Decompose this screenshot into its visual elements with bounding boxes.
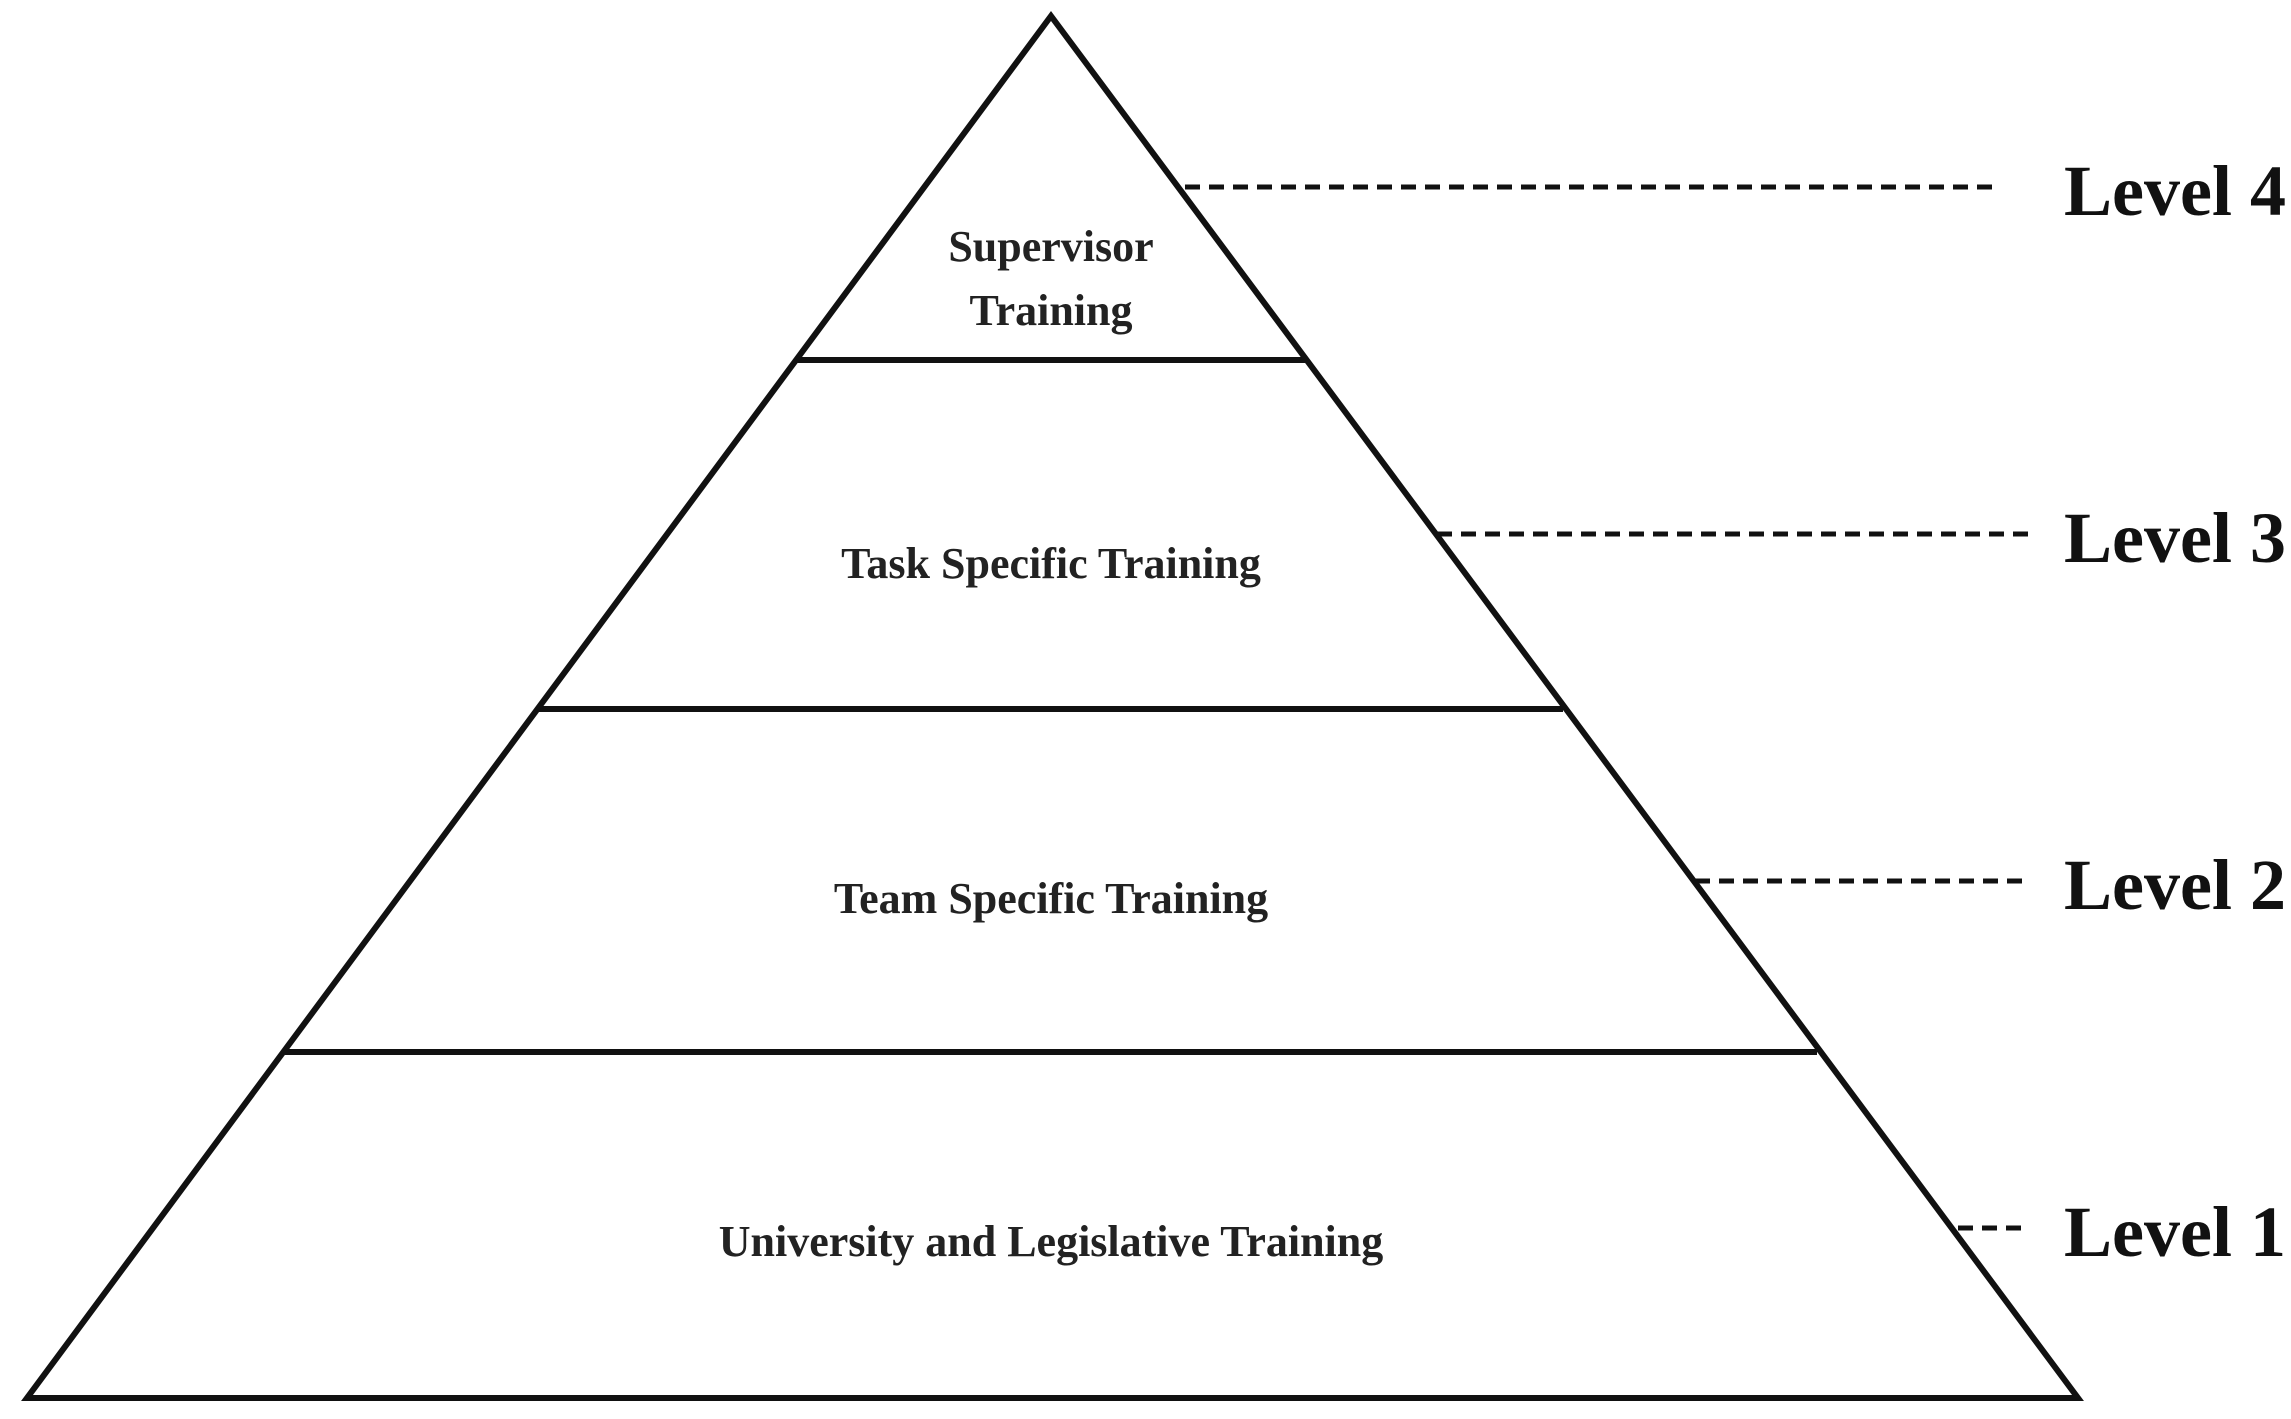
layer-2-label: Team Specific Training <box>834 874 1268 923</box>
level-2-label: Level 2 <box>2064 845 2286 925</box>
level-4-label: Level 4 <box>2064 151 2286 231</box>
layer-1-label: University and Legislative Training <box>719 1217 1384 1266</box>
layer-4-label-line-1: Supervisor <box>948 222 1153 271</box>
layer-3-label: Task Specific Training <box>841 539 1261 588</box>
layer-4-label-line-2: Training <box>969 286 1132 335</box>
level-1-label: Level 1 <box>2064 1192 2286 1272</box>
level-3-label: Level 3 <box>2064 498 2286 578</box>
